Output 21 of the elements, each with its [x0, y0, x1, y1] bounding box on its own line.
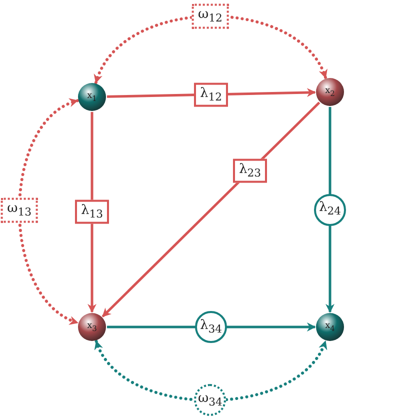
node-label: x$_{4}$ — [325, 322, 335, 332]
arrow — [102, 102, 320, 318]
arrow — [94, 340, 327, 402]
sphere-node — [78, 83, 106, 111]
node-label: x$_{1}$ — [87, 92, 97, 102]
arrow — [88, 112, 96, 313]
edge-label: ω$_{13}$ — [1, 198, 38, 223]
node-label: x$_{2}$ — [325, 86, 335, 98]
sphere-node — [316, 313, 344, 341]
node-label: x$_{3}$ — [87, 322, 97, 332]
edge-label: ω$_{34}$ — [194, 384, 226, 416]
arrow — [18, 99, 80, 324]
edge-label: λ$_{24}$ — [314, 194, 346, 226]
edge-label: λ$_{23}$ — [232, 158, 267, 184]
edge-label: λ$_{12}$ — [194, 82, 228, 107]
edge-label: λ$_{34}$ — [195, 311, 227, 343]
edge-label: ω$_{12}$ — [192, 4, 228, 28]
edge-label: λ$_{13}$ — [74, 200, 110, 224]
sphere-node — [78, 313, 106, 341]
sphere-node — [316, 78, 344, 106]
arrow — [94, 14, 328, 84]
